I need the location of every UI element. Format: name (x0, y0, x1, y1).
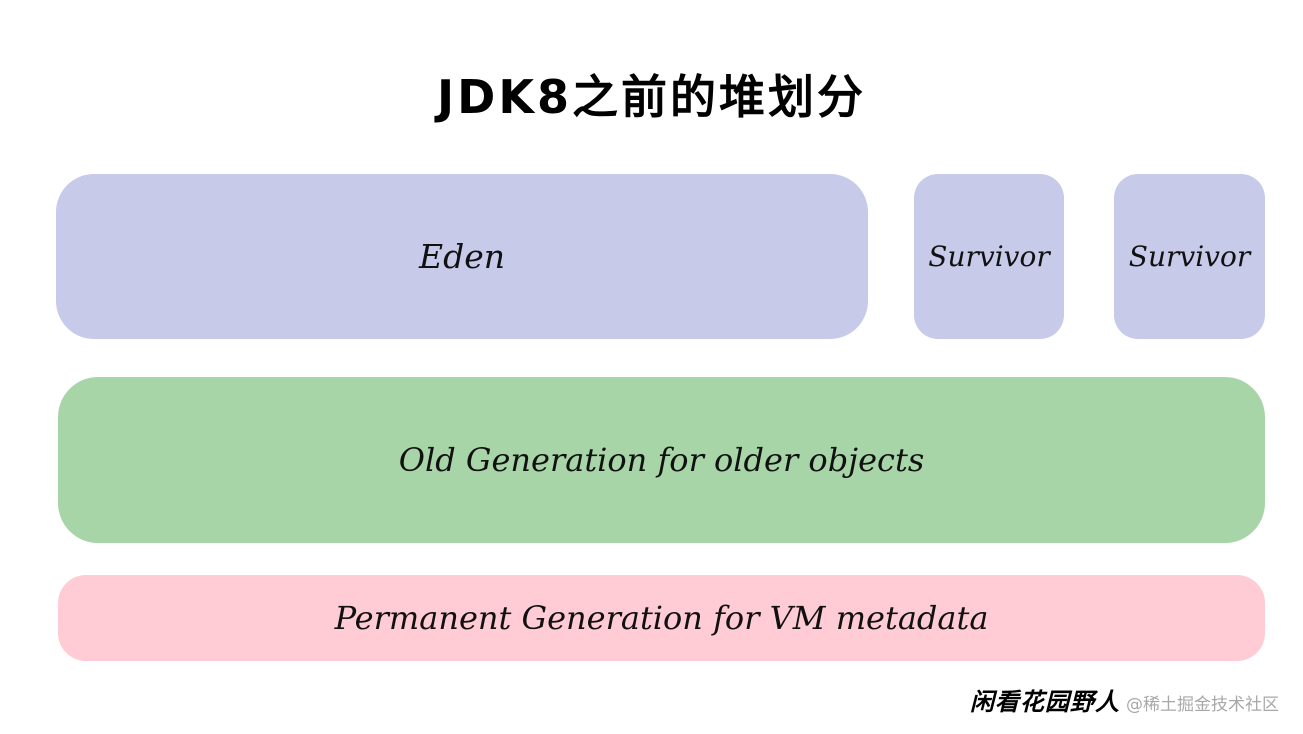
survivor-label-1: Survivor (928, 240, 1050, 273)
permanent-generation-block: Permanent Generation for VM metadata (58, 575, 1265, 661)
watermark-author: 闲看花园野人 (970, 688, 1120, 716)
eden-label: Eden (419, 237, 505, 276)
watermark-site: @稀土掘金技术社区 (1126, 695, 1279, 715)
permanent-generation-label: Permanent Generation for VM metadata (334, 599, 989, 637)
diagram-title: JDK8之前的堆划分 (437, 70, 866, 124)
watermark: 闲看花园野人 @稀土掘金技术社区 (970, 682, 1279, 717)
survivor-label-2: Survivor (1128, 240, 1251, 273)
survivor-block-1: Survivor (914, 174, 1064, 339)
survivor-block-2: Survivor (1114, 174, 1265, 339)
old-generation-label: Old Generation for older objects (398, 441, 925, 479)
eden-block: Eden (56, 174, 868, 339)
old-generation-block: Old Generation for older objects (58, 377, 1265, 543)
